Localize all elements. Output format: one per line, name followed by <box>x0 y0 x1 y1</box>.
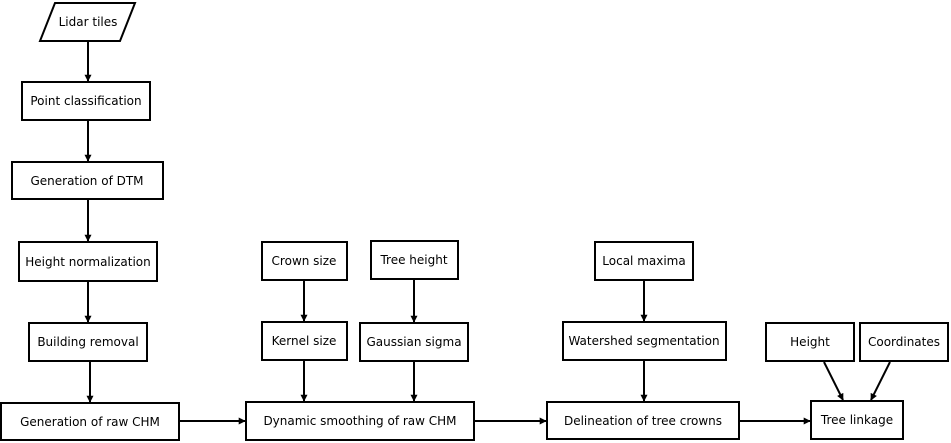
node-label: Coordinates <box>868 335 940 349</box>
node-coordinates: Coordinates <box>859 322 949 362</box>
edge-coordinates-to-tree-linkage <box>870 361 891 401</box>
node-label: Generation of DTM <box>30 174 143 188</box>
node-label: Lidar tiles <box>59 15 118 29</box>
edge-height-to-tree-linkage <box>823 361 844 401</box>
node-label: Kernel size <box>272 334 337 348</box>
node-label: Building removal <box>37 335 138 349</box>
node-label: Dynamic smoothing of raw CHM <box>263 414 456 428</box>
node-height: Height <box>765 322 855 362</box>
node-gaussian-sigma: Gaussian sigma <box>359 322 469 362</box>
node-label: Delineation of tree crowns <box>564 414 722 428</box>
node-watershed-segmentation: Watershed segmentation <box>562 321 727 361</box>
node-dynamic-smoothing: Dynamic smoothing of raw CHM <box>245 401 475 441</box>
node-point-classification: Point classification <box>21 81 151 121</box>
node-lidar-tiles: Lidar tiles <box>38 2 137 42</box>
node-label: Gaussian sigma <box>366 335 461 349</box>
node-label: Local maxima <box>602 254 685 268</box>
node-label: Tree height <box>379 253 447 267</box>
node-generation-dtm: Generation of DTM <box>11 161 164 200</box>
node-tree-linkage: Tree linkage <box>810 400 904 440</box>
edge-layer <box>84 42 891 425</box>
node-delineation-crowns: Delineation of tree crowns <box>546 401 740 440</box>
node-label: Watershed segmentation <box>568 334 719 348</box>
node-crown-size: Crown size <box>261 241 348 281</box>
node-label: Height <box>790 335 830 349</box>
node-kernel-size: Kernel size <box>261 321 348 361</box>
node-label: Point classification <box>30 94 141 108</box>
node-label: Generation of raw CHM <box>20 415 160 429</box>
node-tree-height: Tree height <box>370 240 459 280</box>
node-label: Crown size <box>272 254 337 268</box>
node-generation-raw-chm: Generation of raw CHM <box>0 402 180 441</box>
node-building-removal: Building removal <box>28 322 148 362</box>
node-height-normalization: Height normalization <box>18 241 158 282</box>
node-local-maxima: Local maxima <box>594 241 694 281</box>
node-label: Tree linkage <box>820 413 893 427</box>
node-label: Height normalization <box>25 255 151 269</box>
